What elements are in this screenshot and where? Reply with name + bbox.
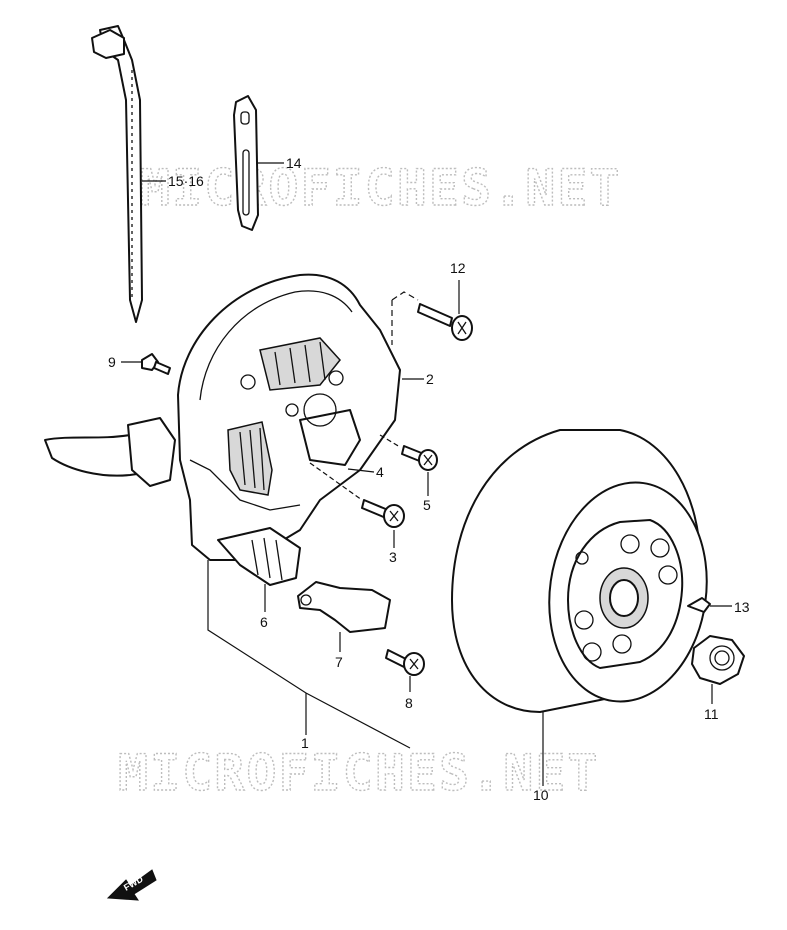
flywheel-rotor-part <box>451 429 708 713</box>
fwd-arrow-icon: FWD <box>106 869 157 901</box>
watermark-top: MICROFICHES.NET <box>140 159 622 217</box>
callout-5: 5 <box>423 497 431 513</box>
callout-15-16: 15·16 <box>168 173 204 189</box>
callout-7: 7 <box>335 654 343 670</box>
callout-13: 13 <box>734 599 750 615</box>
callout-4: 4 <box>376 464 384 480</box>
callout-14: 14 <box>286 155 302 171</box>
callout-11: 11 <box>704 706 719 722</box>
bracket-7 <box>297 581 391 633</box>
screw-12 <box>417 303 473 341</box>
callout-8: 8 <box>405 695 413 711</box>
screw-8 <box>385 649 425 676</box>
bolt-9 <box>141 353 171 375</box>
key-13 <box>687 597 711 613</box>
callout-12: 12 <box>450 260 466 276</box>
callout-6: 6 <box>260 614 268 630</box>
callout-9: 9 <box>108 354 116 370</box>
callout-2: 2 <box>426 371 434 387</box>
stator-plate-part <box>44 273 401 586</box>
callout-10: 10 <box>533 787 549 803</box>
watermark-bottom: MICROFICHES.NET <box>118 744 600 802</box>
screw-3 <box>361 499 405 528</box>
cable-tie-part <box>91 25 143 323</box>
callout-1: 1 <box>301 735 309 751</box>
screw-5 <box>401 445 438 471</box>
callout-3: 3 <box>389 549 397 565</box>
nut-11 <box>691 635 745 685</box>
clamp-part <box>233 95 259 231</box>
